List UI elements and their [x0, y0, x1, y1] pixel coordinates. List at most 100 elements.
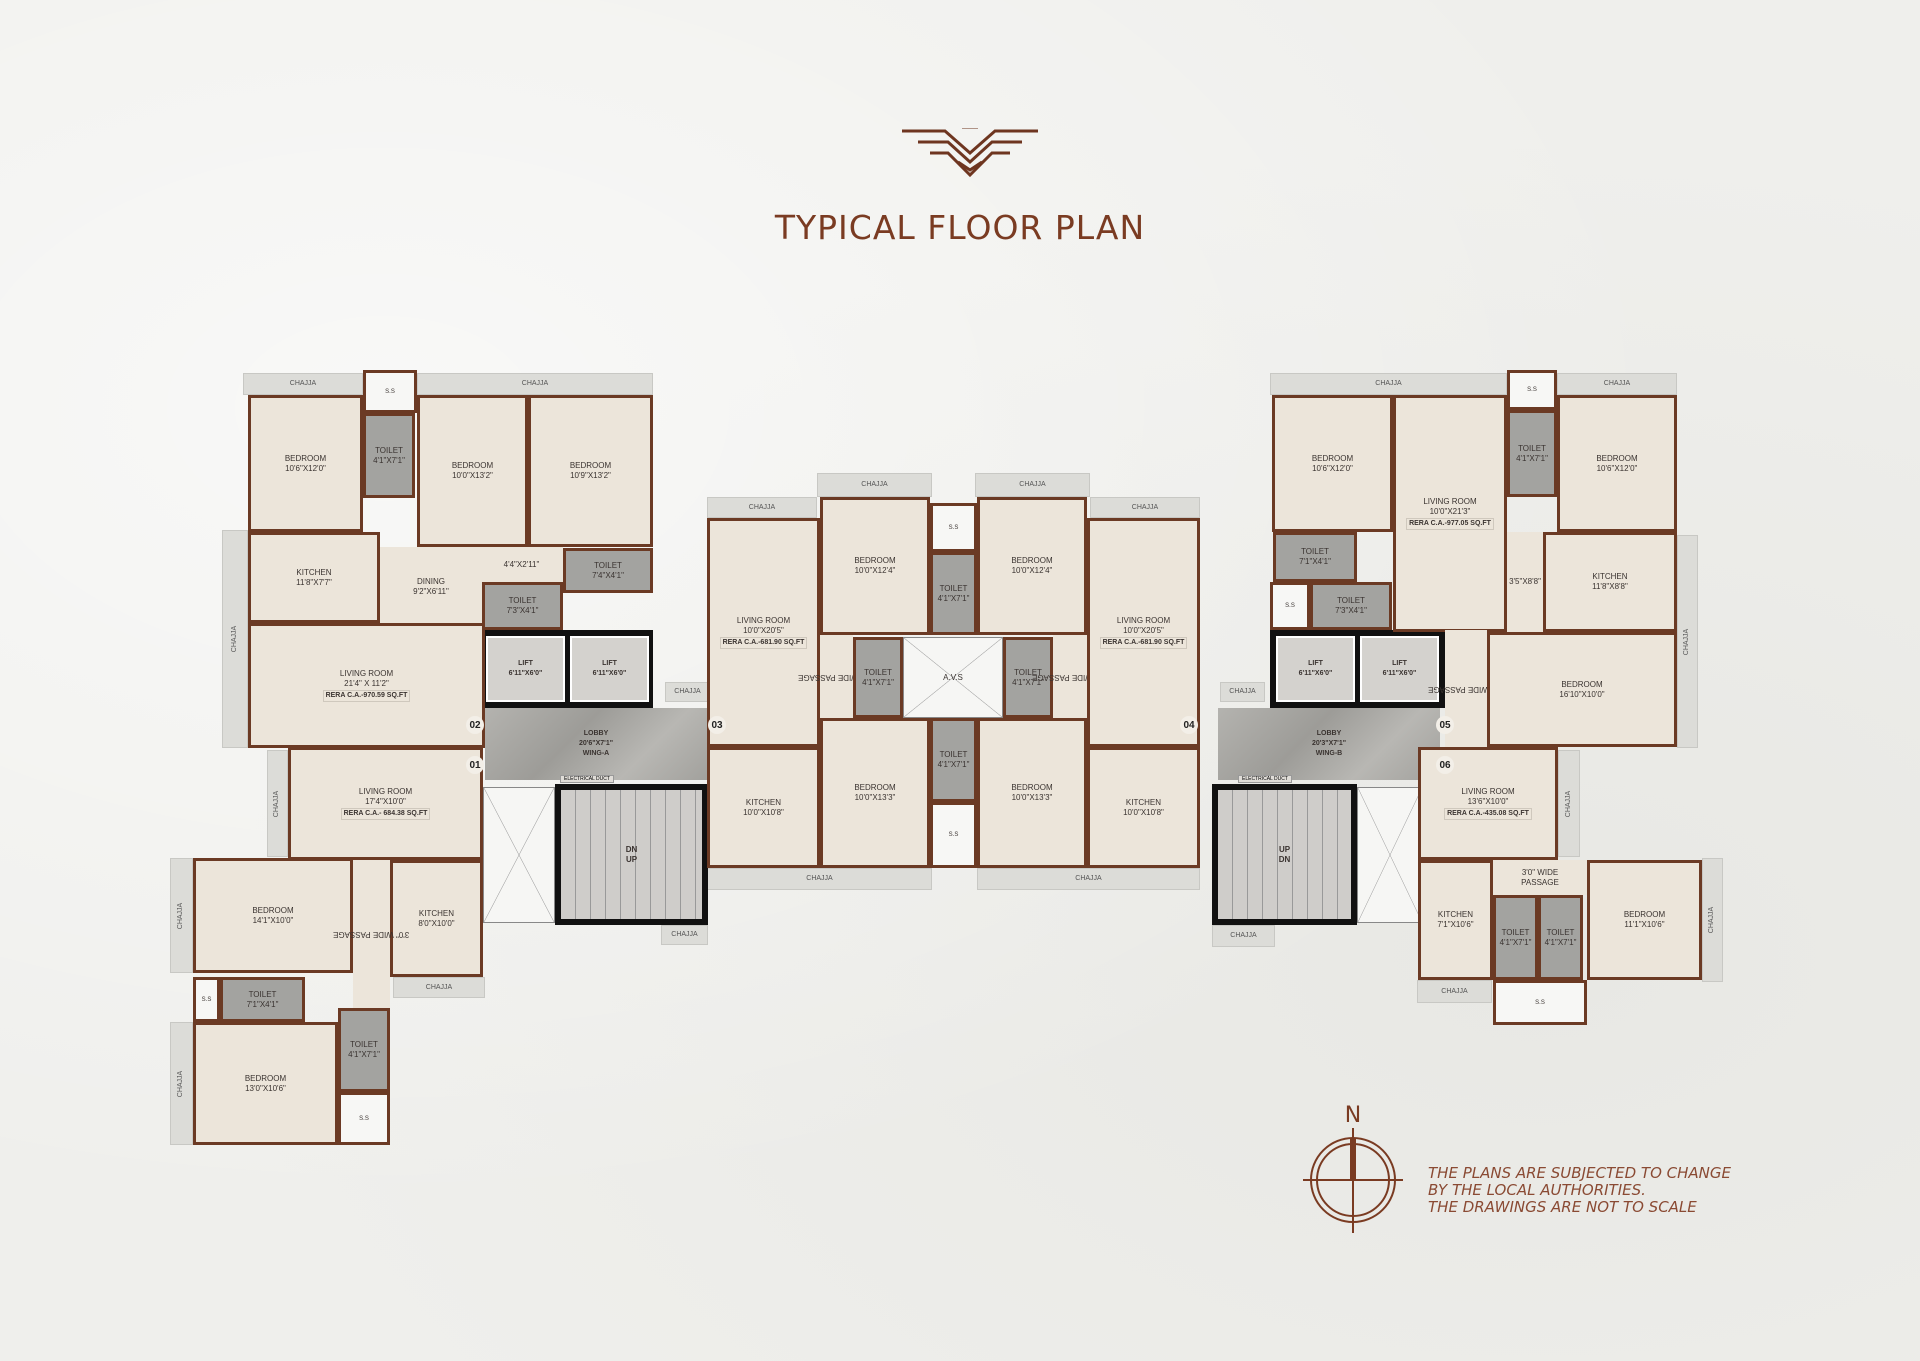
chajja-balcony: CHAJJA	[222, 530, 248, 748]
chajja-label: CHAJJA	[177, 902, 185, 929]
page-title: TYPICAL FLOOR PLAN	[774, 208, 1146, 247]
room-name: TOILET	[1546, 927, 1575, 937]
room-label: A.V.S	[943, 673, 963, 683]
chajja-label: CHAJJA	[1683, 628, 1691, 655]
room-name: TOILET	[248, 989, 277, 999]
room-size: 10'0"X12'4"	[854, 566, 896, 575]
3-0-wide-passage: 3'0" WIDE PASSAGE	[798, 635, 875, 718]
rera-carpet-area: RERA C.A.- 684.38 SQ.FT	[340, 808, 431, 820]
service-shaft: S.S	[338, 1092, 390, 1145]
room-size: 10'0"X20'5"	[1123, 626, 1164, 635]
room-name: KITCHEN	[296, 567, 332, 577]
lift-size: 6'11"X6'0"	[1298, 670, 1333, 677]
lift-size: 6'11"X6'0"	[508, 670, 543, 677]
room-name: BEDROOM	[284, 453, 327, 463]
rera-carpet-area: RERA C.A.-681.90 SQ.FT	[1099, 637, 1188, 649]
flat-number-badge: 03	[708, 716, 726, 734]
chajja-label: CHAJJA	[1230, 932, 1257, 939]
room-size: 10'0"X13'2"	[452, 471, 493, 480]
north-arrow-compass-icon: N	[1303, 1103, 1403, 1233]
room-size: 10'6"X12'0"	[1312, 463, 1353, 473]
room-size: 11'8"X7'7"	[296, 577, 332, 587]
chajja-balcony: CHAJJA	[1677, 535, 1698, 748]
room-size: 10'6"X12'0"	[1596, 463, 1638, 473]
chajja-label: CHAJJA	[521, 380, 549, 387]
chajja-balcony: CHAJJA	[975, 473, 1090, 497]
room-size: 9'2"X6'11"	[413, 587, 449, 596]
electrical-duct-label: ELECTRICAL DUCT	[1242, 776, 1288, 782]
chajja-label: CHAJJA	[231, 625, 239, 653]
room-name: KITCHEN	[418, 908, 455, 918]
stair-direction-label: DN	[625, 844, 638, 854]
open-shaft	[483, 787, 555, 923]
room-size: 14'1"X10'0"	[252, 915, 294, 925]
chajja-balcony: CHAJJA	[707, 497, 817, 518]
3-0-wide-passage: 3'0" WIDE PASSAGE	[1032, 635, 1108, 718]
service-shaft-label: S.S	[948, 524, 959, 531]
room-name: BEDROOM	[451, 461, 494, 470]
chajja-balcony: CHAJJA	[661, 925, 708, 945]
room-name: BEDROOM	[1011, 556, 1053, 565]
chajja-balcony: CHAJJA	[1270, 373, 1507, 395]
note-line: THE PLANS ARE SUBJECTED TO CHANGE	[1428, 1164, 1731, 1182]
room-name: 3'0" WIDE PASSAGE	[333, 930, 410, 939]
room-name: TOILET	[508, 596, 537, 605]
room-size: 4'4"X2'11"	[503, 559, 540, 569]
chajja-balcony: CHAJJA	[817, 473, 932, 497]
service-shaft: S.S	[1270, 582, 1310, 630]
room-name: BEDROOM	[569, 461, 612, 470]
chajja-label: CHAJJA	[177, 1070, 185, 1097]
room-label: 4'4"X2'11"	[504, 560, 540, 570]
room-size: 4'1"X7'1"	[1544, 937, 1577, 947]
chajja-label: CHAJJA	[289, 380, 317, 387]
stair-direction-label: DN	[1278, 854, 1291, 864]
eagle-wings-logo	[902, 128, 1038, 178]
electrical-duct: ELECTRICAL DUCT	[1238, 775, 1292, 783]
service-shaft-label: S.S	[1285, 603, 1295, 609]
room-name: BEDROOM	[1596, 453, 1638, 463]
room-size: 10'0"X10'8"	[743, 807, 784, 817]
room-size: 7'3"X4'1"	[1335, 606, 1367, 615]
room-name: BEDROOM	[1011, 783, 1053, 792]
chajja-balcony: CHAJJA	[393, 977, 485, 998]
room-size: 10'0"X10'8"	[1123, 807, 1164, 817]
service-shaft: S.S	[930, 802, 977, 868]
room-size: 11'1"X10'6"	[1624, 920, 1665, 929]
room-name: A.V.S	[943, 672, 963, 682]
room-name: LIVING ROOM	[339, 669, 394, 678]
room-name: BEDROOM	[1561, 679, 1603, 689]
flat-number-badge: 04	[1180, 716, 1198, 734]
room-name: LIVING ROOM	[736, 616, 791, 625]
service-shaft: S.S	[193, 977, 220, 1022]
service-shaft-label: S.S	[201, 996, 212, 1003]
room-name: BEDROOM	[1623, 910, 1666, 919]
chajja-label: CHAJJA	[1131, 503, 1159, 511]
chajja-balcony: CHAJJA	[243, 373, 363, 395]
rera-carpet-area: RERA C.A.-970.59 SQ.FT	[322, 690, 411, 702]
